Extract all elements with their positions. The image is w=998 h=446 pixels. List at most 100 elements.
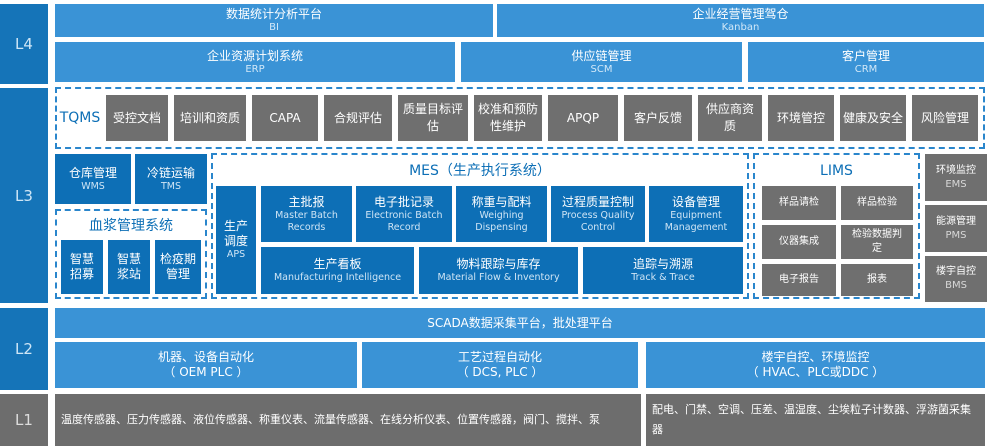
aps-sub: APS [226,249,246,260]
tqms-item: 供应商资质 [698,95,762,141]
erp-title: 企业资源计划系统 [206,48,303,63]
plasma-item: 智慧浆站 [108,240,150,294]
tqms-item-text: 质量目标评估 [402,102,463,133]
tms-sub: TMS [160,180,182,192]
tqms-item-text: 培训和资质 [179,110,240,125]
kanban-title: 企业经营管理驾仓 [692,7,789,21]
level-l4-text: L4 [15,35,33,53]
tqms-item-text: 健康及安全 [843,110,904,125]
bms-title: 楼宇自控 [936,266,976,277]
field-devices-left-text: 温度传感器、压力传感器、液位传感器、称重仪表、流量传感器、在线分析仪表、位置传感… [61,413,600,426]
plasma-item-text: 智慧浆站 [116,252,141,281]
mes-module: 过程质量控制 Process Quality Control [551,186,645,242]
mes-module-title: 电子批记录 [373,194,434,209]
tqms-item: 校准和预防性维护 [474,95,542,141]
aps-title: 生产调度 [223,219,248,248]
mes-bottom-sub: Track & Trace [631,272,695,283]
plasma-title: 血浆管理系统 [57,214,205,236]
field-devices-left: 温度传感器、压力传感器、液位传感器、称重仪表、流量传感器、在线分析仪表、位置传感… [55,394,641,446]
mes-module-sub: Master Batch Records [275,209,338,233]
scm-title: 供应链管理 [571,48,632,63]
building-automation-sub: （ HVAC、PLC或DDC ） [746,365,885,379]
tqms-item: 风险管理 [912,95,978,141]
crm-title: 客户管理 [841,48,890,63]
mes-title: MES（生产执行系统） [213,159,747,181]
wms-title: 仓库管理 [68,165,117,180]
lims-title-text: LIMS [820,163,853,179]
mes-module: 主批报 Master Batch Records [261,186,352,242]
level-l3-text: L3 [15,186,33,205]
plasma-item: 检疫期管理 [155,240,201,294]
field-devices-right-text: 配电、门禁、空调、压差、温湿度、尘埃粒子计数器、浮游菌采集器 [652,403,971,436]
tqms-item-text: 环境管控 [776,110,825,125]
plasma-item: 智慧招募 [61,240,103,294]
crm-sub: CRM [854,63,878,75]
mes-bottom-title: 追踪与溯源 [632,257,693,271]
mes-module-title: 设备管理 [671,194,720,209]
bi-sub: BI [269,22,279,33]
lims-item: 报表 [841,264,913,296]
tqms-item-text: CAPA [269,110,301,125]
mes-module-title: 过程质量控制 [561,194,634,209]
tqms-item-text: 风险管理 [920,110,969,125]
tqms-item: 受控文档 [106,95,168,141]
field-devices-right: 配电、门禁、空调、压差、温湿度、尘埃粒子计数器、浮游菌采集器 [646,394,985,446]
lims-item-text: 样品请检 [779,197,819,208]
pms-sub: PMS [945,229,967,241]
tqms-item-text: 客户反馈 [633,110,682,125]
bms-sub: BMS [945,280,967,291]
mes-module-sub: Weighing Dispensing [475,209,528,233]
pms-title: 能源管理 [936,215,976,227]
tqms-item: 培训和资质 [174,95,246,141]
tqms-item: 环境管控 [768,95,834,141]
lims-item: 仪器集成 [762,225,836,259]
level-l1-label: L1 [0,394,48,446]
mes-module-title: 称重与配料 [471,194,532,209]
level-l4-label: L4 [0,4,48,84]
tqms-item: CAPA [252,95,318,141]
level-l3-label: L3 [0,88,48,303]
process-automation-title: 工艺过程自动化 [457,350,542,364]
ems-sub: EMS [945,178,967,190]
erp-sub: ERP [245,63,265,75]
lims-item-text: 电子报告 [779,274,819,285]
mes-module: 称重与配料 Weighing Dispensing [456,186,547,242]
kanban-sub: Kanban [721,22,760,33]
lims-item: 样品请检 [762,186,836,220]
machine-automation-title: 机器、设备自动化 [157,350,254,364]
ems-title: 环境监控 [936,164,976,176]
tqms-label: TQMS [57,95,103,141]
bi-title: 数据统计分析平台 [225,7,322,21]
tqms-item-text: 供应商资质 [705,102,754,133]
tqms-item-text: 合规评估 [333,110,382,125]
erp-box: 企业资源计划系统 ERP [55,42,455,82]
kanban-box: 企业经营管理驾仓 Kanban [497,4,984,37]
lims-item: 样品检验 [841,186,913,220]
level-l1-text: L1 [15,411,33,429]
mes-module: 电子批记录 Electronic Batch Record [356,186,452,242]
lims-item-text: 样品检验 [857,197,897,208]
bms-box: 楼宇自控 BMS [925,256,987,302]
building-automation-title: 楼宇自控、环境监控 [761,350,870,364]
mes-module-sub: Electronic Batch Record [365,209,443,233]
lims-item: 检验数据判定 [841,225,913,259]
crm-box: 客户管理 CRM [748,42,984,82]
mes-module-sub: Equipment Management [664,209,728,233]
building-automation-box: 楼宇自控、环境监控 （ HVAC、PLC或DDC ） [646,342,985,388]
bi-box: 数据统计分析平台 BI [55,4,493,37]
tqms-item: 合规评估 [324,95,392,141]
lims-item: 电子报告 [762,264,836,296]
level-l2-text: L2 [15,340,33,358]
lims-title: LIMS [755,161,918,181]
mes-module-sub: Process Quality Control [561,209,635,233]
mes-title-text: MES（生产执行系统） [409,163,551,179]
lims-item-text: 仪器集成 [779,236,819,247]
mes-bottom-module: 物料跟踪与库存 Material Flow & Inventory [419,247,578,294]
machine-automation-box: 机器、设备自动化 （ OEM PLC ） [55,342,357,388]
process-automation-sub: （ DCS, PLC ） [456,365,544,379]
machine-automation-sub: （ OEM PLC ） [163,365,249,379]
tqms-item: 质量目标评估 [398,95,468,141]
ems-box: 环境监控 EMS [925,154,987,201]
wms-sub: WMS [81,180,105,192]
mes-bottom-title: 生产看板 [313,257,362,271]
